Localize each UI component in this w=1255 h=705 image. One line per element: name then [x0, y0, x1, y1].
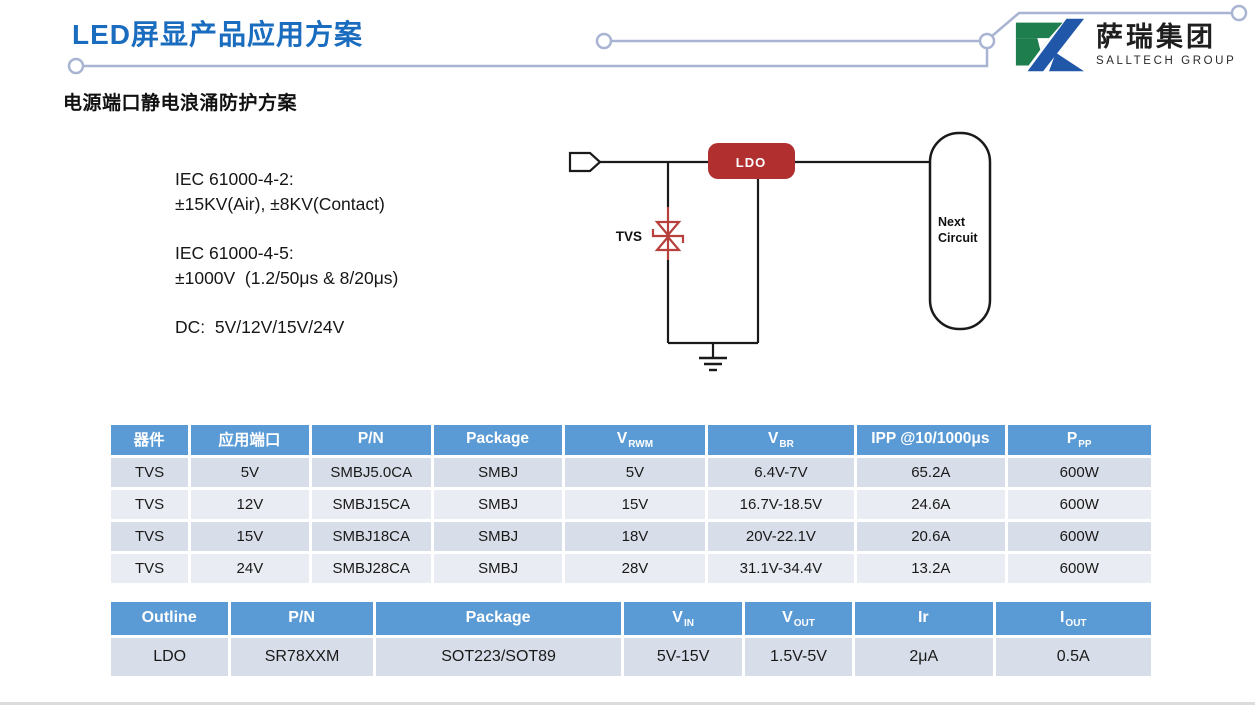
cell: 1.5V-5V — [741, 635, 856, 679]
table-row: TVS 15V SMBJ18CA SMBJ 18V 20V-22.1V 20.6… — [107, 519, 1155, 554]
col-header-vin: VIN — [621, 599, 745, 638]
cell: 16.7V-18.5V — [704, 487, 858, 522]
logo-text: 萨瑞集团 SALLTECH GROUP — [1096, 22, 1237, 67]
col-header-outline: Outline — [107, 599, 232, 638]
ldo-table: Outline P/N Package VIN VOUT Ir IOUT LDO… — [107, 599, 1154, 679]
tvs-label: TVS — [616, 229, 642, 244]
cell: SMBJ15CA — [308, 487, 434, 522]
col-header-vbr: VBR — [704, 422, 858, 458]
cell: SMBJ5.0CA — [308, 455, 434, 490]
protection-circuit-diagram: TVS LDO Next Circuit — [568, 131, 992, 372]
spec-text-block: IEC 61000-4-2: ±15KV(Air), ±8KV(Contact)… — [175, 167, 398, 340]
table-row: TVS 5V SMBJ5.0CA SMBJ 5V 6.4V-7V 65.2A 6… — [107, 455, 1155, 490]
cell: 28V — [562, 551, 708, 586]
cell: SMBJ18CA — [308, 519, 434, 554]
col-header-port: 应用端口 — [188, 422, 312, 458]
logo-name-en: SALLTECH GROUP — [1096, 54, 1237, 67]
tvs-diode-icon — [651, 207, 685, 260]
page-title: LED屏显产品应用方案 — [72, 19, 364, 50]
cell: SMBJ — [430, 455, 566, 490]
cell: 24V — [188, 551, 312, 586]
col-header-ipp: IPP @10/1000μs — [854, 422, 1008, 458]
cell: 31.1V-34.4V — [704, 551, 858, 586]
cell: 600W — [1004, 455, 1155, 490]
cell: 13.2A — [854, 551, 1008, 586]
spec-iec-surge-standard: IEC 61000-4-5: — [175, 243, 294, 263]
next-circuit-label-2: Circuit — [938, 231, 978, 245]
cell: TVS — [107, 519, 192, 554]
logo-mark-icon — [1015, 18, 1085, 72]
ldo-label: LDO — [736, 155, 766, 170]
cell: 12V — [188, 487, 312, 522]
logo-name-cn: 萨瑞集团 — [1096, 22, 1216, 53]
spec-iec-esd-levels: ±15KV(Air), ±8KV(Contact) — [175, 194, 385, 214]
cell: 600W — [1004, 519, 1155, 554]
col-header-iout: IOUT — [992, 599, 1154, 638]
col-header-ppp: PPP — [1004, 422, 1155, 458]
ground-icon — [699, 356, 727, 372]
cell: LDO — [107, 635, 232, 679]
cell: 15V — [188, 519, 312, 554]
cell: SMBJ28CA — [308, 551, 434, 586]
cell: SMBJ — [430, 519, 566, 554]
spec-iec-esd-standard: IEC 61000-4-2: — [175, 169, 294, 189]
col-header-device: 器件 — [107, 422, 192, 458]
col-header-pn: P/N — [228, 599, 376, 638]
spec-iec-surge-levels: ±1000V (1.2/50μs & 8/20μs) — [175, 268, 399, 288]
cell: 20.6A — [854, 519, 1008, 554]
cell: 0.5A — [992, 635, 1154, 679]
cell: 600W — [1004, 551, 1155, 586]
cell: SMBJ — [430, 487, 566, 522]
col-header-vout: VOUT — [741, 599, 856, 638]
spec-dc-voltages: DC: 5V/12V/15V/24V — [175, 317, 345, 337]
tvs-table: 器件 应用端口 P/N Package VRWM VBR IPP @10/100… — [107, 422, 1155, 586]
cell: 65.2A — [854, 455, 1008, 490]
company-logo: 萨瑞集团 SALLTECH GROUP — [1012, 16, 1236, 74]
col-header-package: Package — [372, 599, 625, 638]
cell: 15V — [562, 487, 708, 522]
input-connector-icon — [568, 151, 602, 173]
cell: TVS — [107, 455, 192, 490]
ldo-block: LDO — [708, 143, 795, 179]
cell: 24.6A — [854, 487, 1008, 522]
cell: TVS — [107, 487, 192, 522]
circuit-wires — [600, 160, 930, 358]
cell: 600W — [1004, 487, 1155, 522]
cell: SR78XXM — [228, 635, 376, 679]
tvs-table-header-row: 器件 应用端口 P/N Package VRWM VBR IPP @10/100… — [107, 422, 1155, 458]
cell: SMBJ — [430, 551, 566, 586]
next-circuit-block: Next Circuit — [928, 131, 992, 331]
table-row: TVS 24V SMBJ28CA SMBJ 28V 31.1V-34.4V 13… — [107, 551, 1155, 586]
cell: 2μA — [852, 635, 996, 679]
cell: TVS — [107, 551, 192, 586]
cell: 5V — [188, 455, 312, 490]
col-header-vrwm: VRWM — [562, 422, 708, 458]
col-header-package: Package — [430, 422, 566, 458]
cell: SOT223/SOT89 — [372, 635, 625, 679]
cell: 6.4V-7V — [704, 455, 858, 490]
ldo-table-header-row: Outline P/N Package VIN VOUT Ir IOUT — [107, 599, 1154, 638]
cell: 5V-15V — [621, 635, 745, 679]
table-row: TVS 12V SMBJ15CA SMBJ 15V 16.7V-18.5V 24… — [107, 487, 1155, 522]
section-subtitle: 电源端口静电浪涌防护方案 — [63, 93, 298, 114]
cell: 20V-22.1V — [704, 519, 858, 554]
next-circuit-label-1: Next — [938, 215, 966, 229]
cell: 18V — [562, 519, 708, 554]
table-row: LDO SR78XXM SOT223/SOT89 5V-15V 1.5V-5V … — [107, 635, 1154, 679]
col-header-pn: P/N — [308, 422, 434, 458]
col-header-ir: Ir — [852, 599, 996, 638]
cell: 5V — [562, 455, 708, 490]
